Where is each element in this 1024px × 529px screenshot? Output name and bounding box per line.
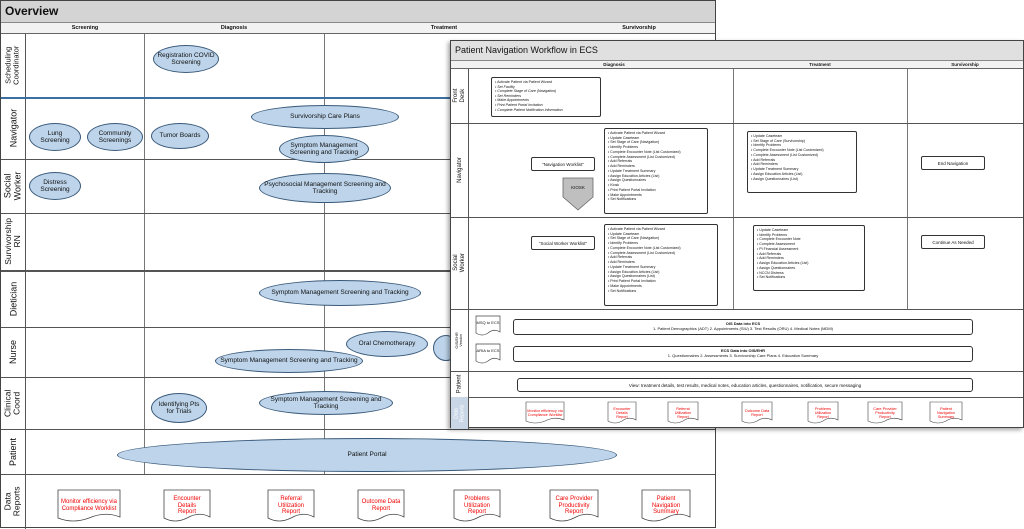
overview-column-header-row: [1, 23, 715, 34]
patient-view-box[interactable]: View: treatment details, test results, m…: [517, 378, 973, 392]
overview-lane-patient: [1, 429, 715, 475]
overview-lane-social: [1, 159, 715, 214]
workflow-col-survivorship: Survivorship: [951, 62, 979, 67]
oval-psychosocial[interactable]: Psychosocial Management Screening and Tr…: [259, 173, 391, 203]
oval-distress-screening[interactable]: Distress Screening: [29, 172, 81, 200]
workflow-lane-label: Front Desk: [452, 89, 466, 104]
overview-lane-label: Dietician: [8, 281, 19, 316]
overview-lane-label: Data Reports: [2, 486, 23, 517]
oval-symptom-navigator[interactable]: Symptom Management Screening and Trackin…: [279, 135, 369, 163]
overview-lane-clinical: [1, 377, 715, 430]
oval-lung-screening[interactable]: Lung Screening: [29, 123, 81, 151]
workflow-divider-1: [733, 69, 734, 309]
workflow-lane-label: Navigator: [456, 157, 463, 183]
workflow-lane-label: Social Worker: [452, 253, 466, 273]
overview-report-doc[interactable]: Outcome Data Report: [357, 489, 405, 523]
workflow-col-diagnosis: Diagnosis: [603, 62, 625, 67]
workflow-label-col-border: [468, 69, 469, 429]
overview-report-doc[interactable]: Monitor efficiency via Compliance Workli…: [57, 489, 121, 523]
workflow-report-doc[interactable]: Referral Utilization Report: [667, 401, 699, 425]
workflow-report-doc[interactable]: Monitor efficiency via Compliance Workli…: [525, 401, 565, 425]
overview-report-doc[interactable]: Encounter Details Report: [163, 489, 211, 523]
social-worker-treatment-task-list[interactable]: Update CaseteamIdentify ProblemsComplete…: [753, 225, 865, 291]
oval-oral-chemo[interactable]: Oral Chemotherapy: [346, 331, 428, 357]
overview-col-survivorship: Survivorship: [622, 25, 656, 31]
ecs-data-into-ois-box[interactable]: ECS Data into OIS/EHR 1. Questionnaires …: [513, 346, 973, 362]
navigator-treatment-task-list[interactable]: Update CaseteamSet Stage of Care (Surviv…: [747, 131, 857, 193]
overview-col-treatment: Treatment: [430, 25, 458, 31]
overview-lane-scheduling: [1, 34, 715, 99]
oval-tumor-boards[interactable]: Tumor Boards: [151, 123, 209, 149]
navigation-worklist-box[interactable]: "Navigation Worklist": [531, 157, 595, 171]
overview-divider-1: [144, 34, 145, 474]
ois-data-into-ecs-box[interactable]: OIS Data into ECS 1. Patient Demographic…: [513, 319, 973, 335]
workflow-lane-label: OIS/EHR Vendor: [454, 331, 464, 349]
oval-symptom-clinical[interactable]: Symptom Management Screening and Trackin…: [259, 391, 393, 415]
workflow-lane-ois: [451, 309, 1023, 372]
social-worker-diagnosis-task-list[interactable]: Activate Patient via Patient WizardUpdat…: [604, 224, 718, 306]
overview-lane-label: Patient: [8, 437, 18, 466]
oval-community-screenings[interactable]: Community Screenings: [87, 123, 143, 151]
workflow-lane-navigator: [451, 123, 1023, 218]
workflow-lane-frontdesk: [451, 69, 1023, 124]
workflow-diagram: Patient Navigation Workflow in ECS Diagn…: [450, 40, 1024, 429]
overview-lane-label: Clinical Coord: [2, 389, 22, 417]
navigator-diagnosis-task-list[interactable]: Activate Patient via Patient WizardUpdat…: [604, 128, 708, 214]
overview-lane-navigator: [1, 97, 715, 160]
overview-report-doc[interactable]: Patient Navigation Summary: [641, 489, 691, 523]
overview-lane-dietician: [1, 270, 715, 328]
overview-lane-nurse: [1, 327, 715, 378]
workflow-report-doc[interactable]: Patient Navigation Summary: [929, 401, 963, 425]
overview-lane-label: Nurse: [8, 339, 19, 365]
overview-lane-label: Social Worker: [2, 171, 22, 201]
overview-lane-label: Scheduling Coordinator: [3, 45, 21, 86]
overview-report-doc[interactable]: Problems Utilization Report: [453, 489, 501, 523]
continue-as-needed-box[interactable]: Continue As Needed: [921, 235, 985, 249]
kiosk-shape[interactable]: KIOSK: [561, 177, 595, 211]
overview-report-doc[interactable]: Care Provider Productivity Report: [549, 489, 599, 523]
workflow-lane-label: Patient: [456, 374, 463, 394]
msq-to-ecs-doc[interactable]: MSQ to ECS: [475, 315, 501, 337]
workflow-lane-social: [451, 217, 1023, 310]
workflow-report-doc[interactable]: Outcome Data Report: [741, 401, 773, 425]
overview-divider-2: [324, 34, 325, 474]
workflow-divider-2: [907, 69, 908, 309]
oval-registration[interactable]: Registration COVID Screening: [153, 45, 219, 73]
overview-title: Overview: [1, 1, 715, 23]
front-desk-task-list[interactable]: Activate Patient via Patient Wizard Set …: [491, 77, 601, 117]
overview-report-doc[interactable]: Referral Utilization Report: [267, 489, 315, 523]
workflow-title: Patient Navigation Workflow in ECS: [451, 41, 1023, 61]
oval-patient-portal[interactable]: Patient Portal: [117, 438, 617, 472]
social-worker-worklist-box[interactable]: "Social Worker Worklist": [531, 236, 595, 250]
workflow-report-doc[interactable]: Care Provider Productivity Report: [867, 401, 903, 425]
workflow-column-header-row: [451, 61, 1023, 69]
oval-symptom-nurse[interactable]: Symptom Management Screening and Trackin…: [215, 349, 363, 373]
workflow-lane-label: Data Reports: [451, 397, 468, 429]
workflow-report-doc[interactable]: Encounter Details Report: [607, 401, 637, 425]
aria-to-ecs-doc[interactable]: ARIA to ECS: [475, 343, 501, 365]
oval-symptom-dietician[interactable]: Symptom Management Screening and Trackin…: [259, 280, 421, 306]
workflow-lane-patient: [451, 371, 1023, 398]
workflow-col-treatment: Treatment: [809, 62, 831, 67]
workflow-report-doc[interactable]: Problems Utilization Report: [807, 401, 839, 425]
overview-lane-label: Survivorship RN: [2, 218, 22, 265]
overview-lane-survivorship: [1, 213, 715, 272]
overview-col-diagnosis: Diagnosis: [220, 25, 248, 31]
end-navigation-box[interactable]: End Navigation: [921, 156, 985, 170]
oval-identifying-pts[interactable]: Identifying Pts for Trials: [151, 393, 207, 423]
oval-survivorship-care[interactable]: Survivorship Care Plans: [251, 105, 399, 129]
overview-lane-label: Navigator: [8, 108, 18, 148]
overview-col-screening: Screening: [71, 25, 99, 31]
overview-label-col-border: [25, 34, 26, 529]
